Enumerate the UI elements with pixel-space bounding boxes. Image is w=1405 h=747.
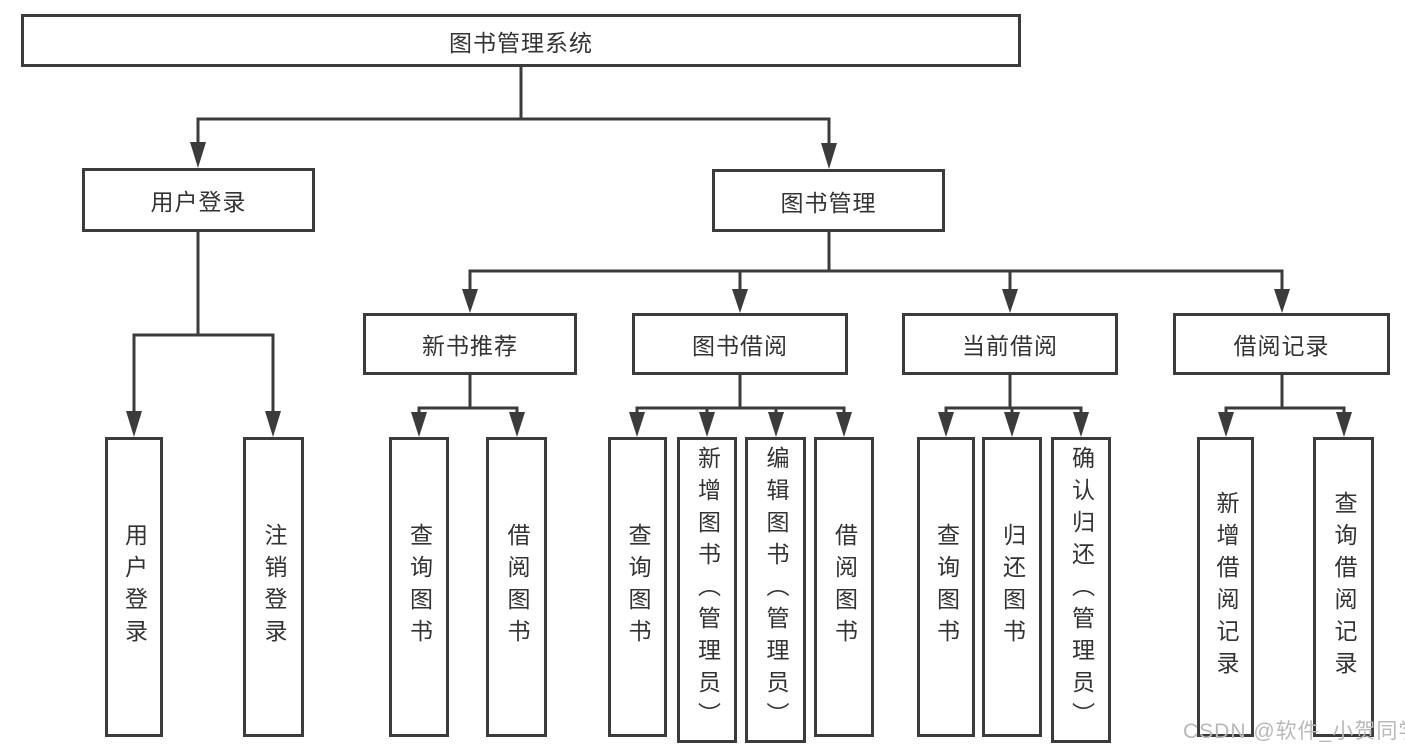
- leaf-borrowing-add-books-admin: 新增图书（管理员）: [677, 437, 737, 743]
- leaf-user-login: 用户登录: [105, 437, 163, 737]
- node-borrowing-records: 借阅记录: [1173, 313, 1390, 375]
- node-current-borrowing: 当前借阅: [902, 313, 1118, 375]
- leaf-records-add-record: 新增借阅记录: [1197, 437, 1254, 737]
- leaf-logout: 注销登录: [243, 437, 304, 737]
- leaf-records-query-record: 查询借阅记录: [1313, 437, 1374, 737]
- leaf-recommend-query-books: 查询图书: [389, 437, 449, 737]
- node-user-login: 用户登录: [82, 168, 315, 232]
- leaf-current-confirm-return-admin: 确认归还（管理员）: [1051, 437, 1111, 743]
- leaf-borrowing-query-books: 查询图书: [608, 437, 667, 737]
- leaf-borrowing-edit-books-admin: 编辑图书（管理员）: [745, 437, 806, 743]
- node-library-management-system: 图书管理系统: [21, 14, 1021, 67]
- leaf-current-query-books: 查询图书: [917, 437, 975, 737]
- node-book-borrowing: 图书借阅: [632, 313, 848, 375]
- node-book-management: 图书管理: [712, 169, 945, 232]
- leaf-borrowing-borrow-books: 借阅图书: [814, 437, 874, 737]
- leaf-current-return-books: 归还图书: [982, 437, 1042, 737]
- node-new-book-recommendation: 新书推荐: [363, 313, 577, 375]
- leaf-recommend-borrow-books: 借阅图书: [486, 437, 547, 737]
- csdn-watermark: CSDN @软件_小贺同学: [1183, 720, 1405, 743]
